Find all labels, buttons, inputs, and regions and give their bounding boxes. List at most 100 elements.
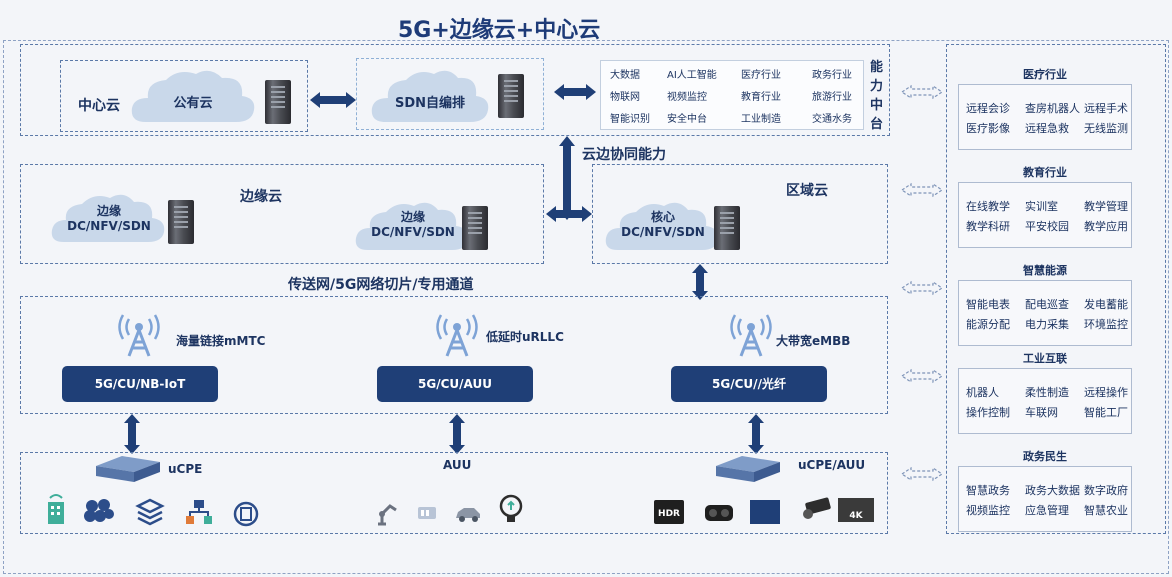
regional-cloud-label: 区域云 (786, 183, 828, 199)
platform-char: 力 (870, 79, 884, 94)
vertical-double-arrow-icon (748, 414, 764, 454)
dashed-double-arrow-icon (900, 368, 944, 384)
industry-item: 电力采集 (1025, 318, 1069, 331)
double-arrow-icon (546, 206, 592, 222)
access-tech-box: 5G/CU//光纤 (671, 366, 827, 402)
central-cloud-section (20, 44, 890, 136)
double-arrow-icon (554, 84, 596, 100)
hdr-icon: HDR (654, 500, 684, 524)
cloud-shape (371, 70, 489, 122)
vertical-double-arrow-icon (692, 264, 708, 300)
industry-item: 政务大数据 (1025, 484, 1080, 497)
device-box (20, 452, 888, 534)
industry-title: 智慧能源 (1023, 264, 1067, 277)
dashed-double-arrow-icon (900, 84, 944, 100)
industry-item: 查房机器人 (1025, 102, 1080, 115)
service-item: 工业制造 (741, 114, 781, 125)
industry-item: 实训室 (1025, 200, 1058, 213)
service-item: 政务行业 (812, 70, 852, 81)
sdn-cloud: SDN自编排 (370, 66, 490, 126)
edge-cloud-label: 边缘云 (240, 189, 282, 205)
car-icon (456, 508, 480, 522)
industry-item: 机器人 (966, 386, 999, 399)
industries-column (946, 44, 1166, 534)
industry-item: 教学管理 (1084, 200, 1128, 213)
industry-item: 远程急救 (1025, 122, 1069, 135)
public-cloud-label: 公有云 (173, 96, 213, 111)
cloud-edge-collab-label: 云边协同能力 (582, 147, 666, 163)
outer-frame (3, 40, 1169, 574)
cloud-shape (355, 202, 469, 250)
double-arrow-icon (310, 92, 356, 108)
industry-box (958, 368, 1132, 434)
regional-node-label: 核心 DC/NFV/SDN (621, 210, 705, 239)
regional-node: 核心 DC/NFV/SDN (604, 198, 722, 254)
edge-node-1-label: 边缘 DC/NFV/SDN (67, 204, 151, 233)
dashed-double-arrow-icon (900, 466, 944, 482)
industry-item: 数字政府 (1084, 484, 1128, 497)
robot-arm-icon (378, 504, 397, 526)
layers-icon (135, 498, 165, 526)
platform-char: 台 (870, 117, 884, 132)
industry-item: 操作控制 (966, 406, 1010, 419)
edge-node-2-label: 边缘 DC/NFV/SDN (371, 210, 455, 239)
ucpe-auu-device-icon (716, 456, 780, 482)
device-center-label: AUU (443, 458, 472, 472)
device-left-label: uCPE (168, 462, 203, 476)
network-icon (186, 500, 212, 524)
screen-icon (750, 500, 780, 524)
central-cloud-label: 中心云 (78, 98, 120, 114)
access-name: 低延时uRLLC (486, 330, 564, 344)
edge-cloud-box (20, 164, 544, 264)
dashed-double-arrow-icon (900, 280, 944, 296)
service-item: 医疗行业 (741, 70, 781, 81)
transport-label: 传送网/5G网络切片/专用通道 (288, 277, 474, 293)
industry-item: 能源分配 (966, 318, 1010, 331)
industry-box (958, 182, 1132, 248)
vertical-double-arrow-icon (124, 414, 140, 454)
access-tech-box: 5G/CU/NB-IoT (62, 366, 218, 402)
server-icon (462, 206, 488, 250)
circuit-icon (233, 501, 259, 527)
signal-tower-icon (436, 314, 478, 357)
sdn-label: SDN自编排 (394, 96, 466, 111)
industry-item: 柔性制造 (1025, 386, 1069, 399)
industry-title: 医疗行业 (1023, 68, 1067, 81)
industry-item: 发电蓄能 (1084, 298, 1128, 311)
services-box (600, 60, 864, 130)
4k-label: 4K (849, 511, 863, 521)
industry-item: 配电巡查 (1025, 298, 1069, 311)
vr-headset-icon (705, 505, 733, 521)
service-item: AI人工智能 (667, 70, 717, 81)
industry-item: 平安校园 (1025, 220, 1069, 233)
regional-cloud-box (592, 164, 888, 264)
central-cloud-box (60, 60, 308, 132)
cluster-icon (84, 499, 114, 522)
service-item: 旅游行业 (812, 92, 852, 103)
4k-icon: 4K (838, 498, 874, 522)
industry-item: 无线监测 (1084, 122, 1128, 135)
industry-item: 远程手术 (1084, 102, 1128, 115)
industry-item: 智能电表 (966, 298, 1010, 311)
industry-item: 应急管理 (1025, 504, 1069, 517)
industry-item: 教学科研 (966, 220, 1010, 233)
service-item: 智能识别 (610, 114, 650, 125)
service-item: 教育行业 (741, 92, 781, 103)
industry-item: 远程会诊 (966, 102, 1010, 115)
cloud-shape (131, 70, 255, 122)
access-tech-box: 5G/CU/AUU (377, 366, 533, 402)
access-name: 大带宽eMBB (776, 334, 851, 348)
device-right-label: uCPE/AUU (798, 458, 866, 472)
bulb-icon (499, 494, 523, 522)
dashed-double-arrow-icon (900, 182, 944, 198)
hdr-label: HDR (658, 509, 680, 519)
sdn-box (356, 58, 544, 130)
server-icon (498, 74, 524, 118)
industry-item: 智能工厂 (1084, 406, 1128, 419)
service-item: 物联网 (610, 92, 640, 103)
cloud-shape (51, 194, 165, 242)
edge-node-1: 边缘 DC/NFV/SDN (50, 190, 168, 246)
industry-item: 教学应用 (1084, 220, 1128, 233)
industry-title: 工业互联 (1023, 352, 1067, 365)
platform-char: 能 (870, 60, 884, 75)
